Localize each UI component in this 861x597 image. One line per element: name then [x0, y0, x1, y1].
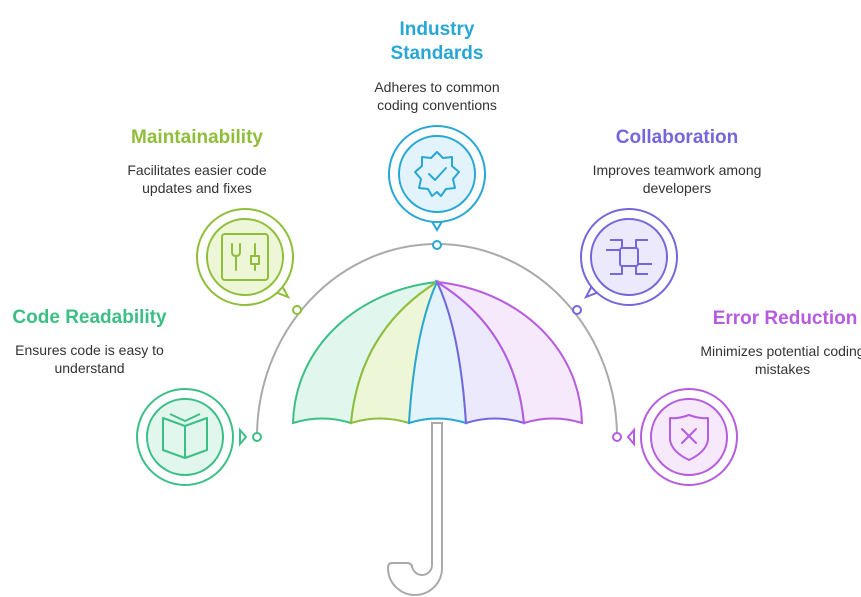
badge-check-icon — [414, 151, 460, 197]
title-standards: Industry Standards — [390, 19, 484, 64]
bubble-collaboration — [580, 208, 678, 306]
arc-dot-standards — [432, 240, 442, 250]
umbrella-canopy — [291, 279, 584, 425]
bubble-readability — [136, 388, 248, 486]
tools-icon — [221, 233, 269, 281]
title-collaboration: Collaboration — [615, 127, 739, 148]
bubble-error — [626, 388, 738, 486]
desc-collaboration: Improves teamwork among developers — [592, 162, 762, 196]
bubble-maintainability — [196, 208, 294, 306]
arc-dot-maintainability — [292, 305, 302, 315]
bubble-standards — [388, 125, 486, 232]
shield-x-icon — [669, 414, 709, 461]
arc-dot-collaboration — [572, 305, 582, 315]
book-icon — [162, 413, 208, 459]
handshake-icon — [606, 239, 652, 275]
arc-dot-error — [612, 432, 622, 442]
desc-standards: Adheres to common coding conventions — [374, 79, 500, 113]
title-readability: Code Readability — [12, 307, 167, 328]
arc-dot-readability — [252, 432, 262, 442]
title-maintainability: Maintainability — [131, 127, 263, 148]
canopy-panel-error — [436, 281, 584, 425]
desc-maintainability: Facilitates easier code updates and fixe… — [127, 162, 267, 196]
desc-readability: Ensures code is easy to understand — [15, 342, 164, 376]
desc-error: Minimizes potential coding mistakes — [700, 343, 861, 377]
umbrella-handle — [386, 422, 443, 596]
title-error: Error Reduction — [712, 308, 858, 329]
